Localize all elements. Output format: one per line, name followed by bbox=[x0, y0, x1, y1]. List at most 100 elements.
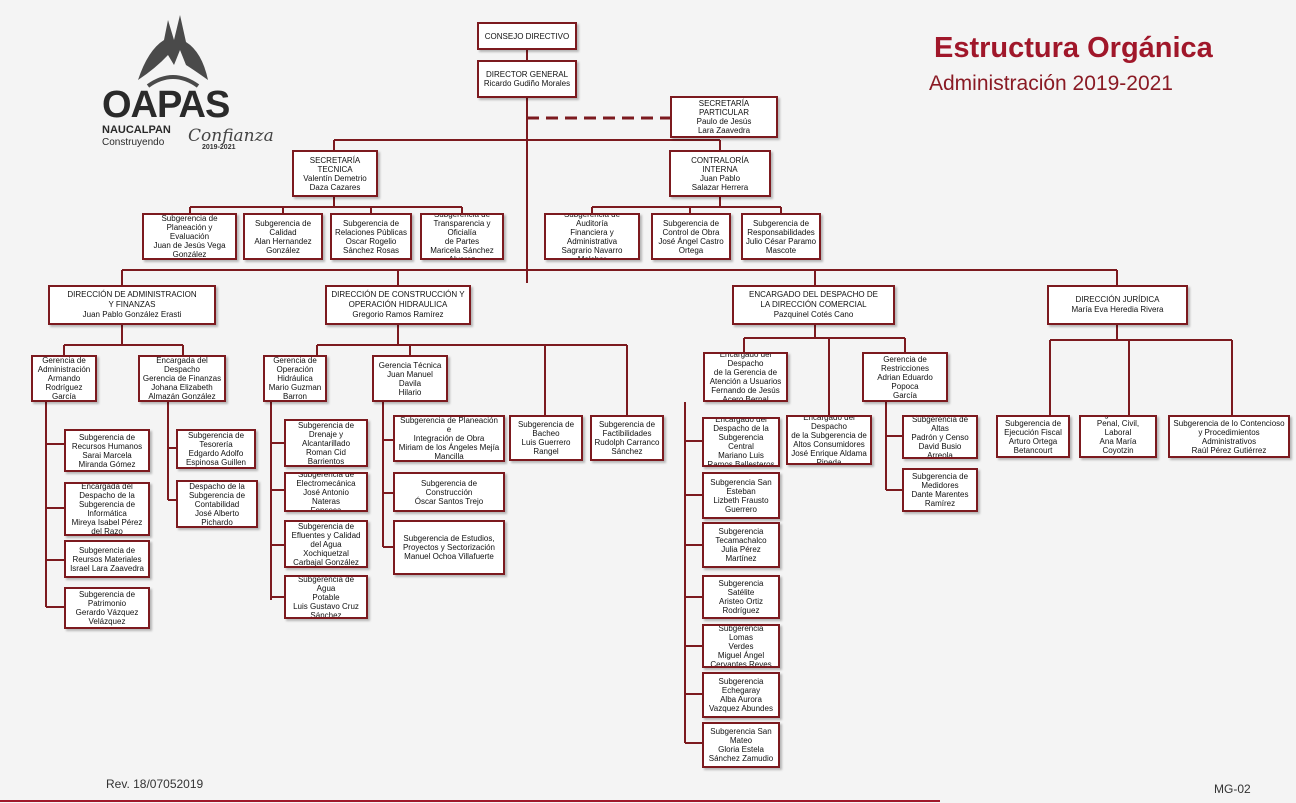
org-box-line: Subgerencia bbox=[718, 527, 764, 536]
org-box-sub-estudios: Subgerencia de Estudios,Proyectos y Sect… bbox=[393, 520, 505, 575]
org-box-line: Relaciones Públicas bbox=[334, 227, 408, 237]
org-box-line: Potable bbox=[312, 592, 340, 602]
org-box-line: Despacho de la bbox=[79, 491, 135, 500]
org-box-line: Maciel bbox=[1106, 455, 1129, 457]
org-box-line: Altos Consumidores bbox=[793, 440, 865, 449]
org-box-line: Subgerencia de Planeación e bbox=[400, 416, 498, 434]
org-box-line: Gloria Estela bbox=[718, 745, 764, 754]
org-box-line: DIRECTOR GENERAL bbox=[485, 70, 569, 79]
org-box-line: Gerencia de bbox=[883, 354, 927, 364]
org-box-line: Fernando de Jesús bbox=[711, 386, 780, 395]
org-box-line: Arturo Ortega bbox=[1008, 436, 1058, 446]
org-box-line: Hilario bbox=[398, 387, 422, 397]
logo-years: 2019-2021 bbox=[202, 144, 236, 151]
org-box-line: Martínez bbox=[725, 554, 757, 563]
org-box-line: Sarai Marcela bbox=[82, 450, 132, 460]
org-box-line: Encargado del Despacho bbox=[803, 415, 855, 431]
org-box-line: María Eva Heredia Rivera bbox=[1071, 305, 1164, 314]
org-box-line: Rodríguez García bbox=[45, 383, 83, 401]
org-box-line: Subgerencia de bbox=[78, 590, 136, 599]
org-box-line: Gerencia de bbox=[273, 356, 317, 365]
org-box-line: Xochiquetzal bbox=[303, 548, 349, 558]
org-box-line: Subgerencia de bbox=[188, 490, 246, 500]
org-box-line: Encargada del bbox=[156, 356, 208, 365]
org-box-line: Subgerencia de Estudios, bbox=[403, 534, 495, 543]
org-box-line: Subgerencia de bbox=[1090, 417, 1146, 419]
org-box-line: Guerrero bbox=[724, 504, 757, 514]
org-box-line: Fonseca bbox=[310, 505, 342, 512]
org-box-line: Ana María Coyotzin bbox=[1099, 436, 1137, 455]
org-box-line: Efluentes y Calidad bbox=[291, 530, 361, 540]
revision-label: Rev. 18/07052019 bbox=[106, 777, 204, 791]
org-box-line: Aristeo Ortiz bbox=[718, 597, 763, 606]
org-box-line: Gerencia de Finanzas bbox=[142, 374, 222, 383]
org-box-line: DIRECCIÓN DE CONSTRUCCIÓN Y bbox=[331, 290, 465, 299]
org-box-line: Alcantarillado bbox=[301, 438, 351, 448]
org-box-line: Administrativos bbox=[1201, 436, 1257, 446]
org-box-line: Mateo bbox=[729, 736, 753, 745]
org-box-line: CONSEJO DIRECTIVO bbox=[484, 31, 570, 41]
org-box-line: José Antonio Nateras bbox=[303, 487, 349, 506]
org-box-line: Subgerencia de bbox=[517, 420, 575, 429]
org-box-line: Electromecánica bbox=[296, 478, 356, 488]
org-box-line: Roman Cid Barrientos bbox=[305, 447, 346, 466]
org-box-line: Dante Marentes bbox=[911, 490, 969, 499]
org-box-line: Subgerencia de bbox=[342, 218, 400, 228]
org-box-line: y Procedimientos bbox=[1198, 427, 1260, 437]
logo-script: Confianza bbox=[188, 126, 274, 146]
org-box-line: Oscar Rogelio bbox=[345, 236, 397, 246]
org-box-line: Mario Guzman bbox=[268, 383, 322, 392]
org-box-line: Subgerencia de Auditoría bbox=[563, 213, 621, 228]
org-box-line: Subgerencia bbox=[718, 677, 764, 686]
org-box-line: Subgerencia Central bbox=[718, 433, 764, 451]
org-box-line: Gerencia de bbox=[42, 356, 86, 365]
org-box-line: Encargada del bbox=[81, 482, 133, 491]
org-box-line: Mireya Isabel Pérez bbox=[71, 518, 143, 527]
oapas-logo: OAPAS NAUCALPAN Construyendo Confianza 2… bbox=[98, 10, 274, 155]
org-box-line: Subgerencia de bbox=[297, 472, 355, 479]
org-box-line: Ramos Ballesteros bbox=[707, 460, 775, 467]
org-box-line: Pineda bbox=[816, 458, 842, 465]
org-box-line: Julio César Paramo bbox=[745, 236, 817, 246]
org-box-line: Subgerencia de bbox=[1004, 418, 1062, 428]
hands-logo-icon bbox=[138, 15, 208, 88]
org-box-line: Israel Lara Zaavedra bbox=[70, 563, 144, 573]
org-box-line: Alan Hernandez bbox=[254, 236, 312, 246]
org-box-line: ENCARGADO DEL DESPACHO DE bbox=[749, 290, 878, 299]
org-box-line: Raúl Pérez Gutiérrez bbox=[1191, 445, 1267, 455]
org-box-line: del Agua bbox=[310, 539, 342, 549]
org-box-line: Escamilla bbox=[200, 527, 234, 529]
org-box-line: Sagrario Navarro bbox=[561, 245, 623, 255]
org-box-line: Sánchez Rosas bbox=[342, 245, 400, 255]
org-box-line: Lizbeth Frausto bbox=[713, 495, 769, 505]
org-box-line: Luis Guerrero bbox=[521, 438, 571, 447]
org-box-line: SECRETARÍA bbox=[309, 155, 361, 165]
org-box-line: Juan Pablo bbox=[699, 173, 741, 183]
org-box-line: Sánchez bbox=[611, 447, 643, 456]
org-box-line: Administración bbox=[37, 365, 91, 374]
org-box-line: Acero Bernal bbox=[722, 395, 769, 402]
org-box-line: Ejecución Fiscal bbox=[1004, 427, 1062, 437]
org-box-line: Subgerencia de bbox=[598, 420, 656, 429]
org-box-line: Almazán González bbox=[148, 392, 216, 401]
org-box-line: TECNICA bbox=[317, 164, 353, 174]
org-box-line: Verdes bbox=[728, 641, 754, 651]
org-box-line: Subgerencia de bbox=[254, 218, 312, 228]
org-box-line: Arreola bbox=[927, 450, 953, 459]
org-box-line: Financiera y bbox=[570, 227, 614, 237]
org-box-line: Encargado del bbox=[715, 417, 767, 424]
org-box-line: Ricardo Gudiño Morales bbox=[483, 79, 571, 88]
org-box-line: Mariano Luis bbox=[718, 451, 764, 460]
org-box-line: Subgerencia de bbox=[297, 420, 355, 430]
org-box-line: Daza Cazares bbox=[309, 182, 361, 192]
